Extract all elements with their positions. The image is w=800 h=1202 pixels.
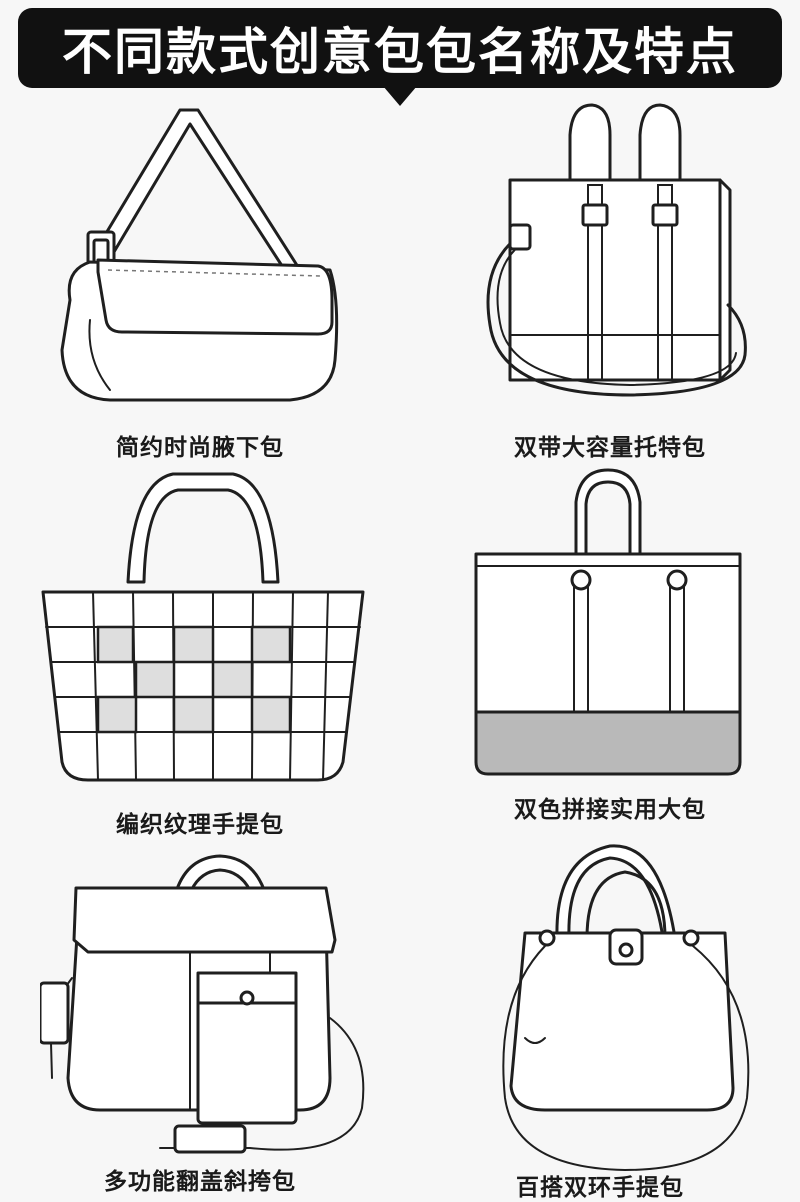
shoulder-bag-icon <box>60 108 339 402</box>
bag-name-4: 双色拼接实用大包 <box>514 797 706 823</box>
banner-pointer <box>383 86 417 106</box>
tote-bag-icon <box>486 103 747 397</box>
two-tone-tote-icon <box>474 468 742 776</box>
page-title: 不同款式创意包包名称及特点 <box>62 23 738 81</box>
flap-messenger-bag-icon <box>40 854 365 1154</box>
woven-handbag-icon <box>41 472 365 782</box>
bag-name-2: 双带大容量托特包 <box>514 435 706 461</box>
header-banner: 不同款式创意包包名称及特点 <box>18 8 782 88</box>
bag-name-6: 百搭双环手提包 <box>516 1175 684 1201</box>
bag-name-5: 多功能翻盖斜挎包 <box>104 1169 296 1195</box>
double-ring-handbag-icon <box>502 844 750 1172</box>
bag-name-3: 编织纹理手提包 <box>116 812 284 838</box>
bag-name-1: 简约时尚腋下包 <box>116 435 284 461</box>
